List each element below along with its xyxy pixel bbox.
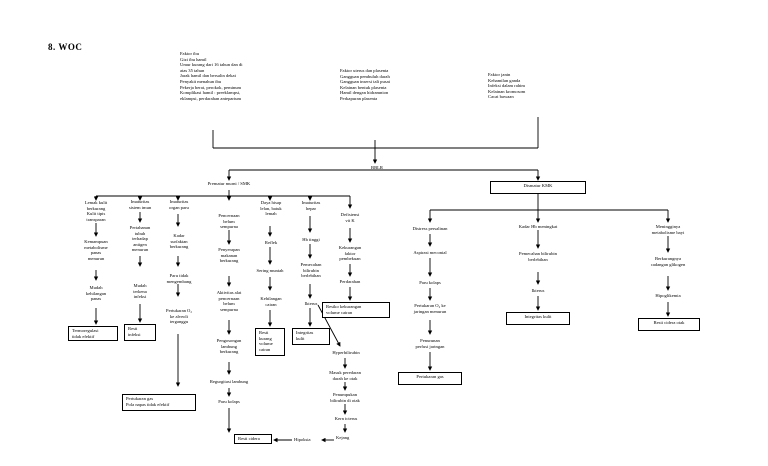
col4-diagnosis-box: Resti cidera (234, 434, 272, 444)
col6-node-4: Ikterus (304, 301, 318, 306)
col4-node-6: Paru kolaps (218, 399, 240, 404)
col9-node-2: Pemecahan bilirubin berlebihan (519, 251, 557, 262)
col3-diagnosis-box: Pertukaran gas Pola napas tidak efektif (122, 394, 196, 411)
col7-node-3: Perdarahan (339, 279, 361, 284)
col3-node-1: Imaturitas organ paru (169, 199, 189, 210)
col2-diagnosis-box: Resti infeksi (124, 324, 156, 341)
col5-node-1: Daya hisap lelan, batuk lemah (260, 200, 282, 217)
col3-node-4: Pertukaran O₂ ke alveoli terganggu (166, 308, 192, 325)
col3-node-3: Paru tidak mengembang (166, 273, 192, 284)
col1-node-1: Lemak kulit berkurang Kulit tipis transp… (84, 200, 108, 222)
col5-node-4: Kehilangan cairan (260, 296, 282, 307)
col6-diagnosis-box: Integritas kulit (292, 328, 330, 345)
col4-node-1: Pencernaan belum sempurna (218, 213, 240, 230)
col8-node-5: Penurunan perfusi jaringan (415, 338, 445, 349)
col10-node-2: Berkurangnya cadangan glikogen (650, 256, 686, 267)
col5-diagnosis-box: Resti kurang volume cairan (255, 328, 285, 356)
col1-node-3: Mudah kehilangan panas (85, 285, 107, 302)
premature-label: Prematur murni / SMK (207, 181, 251, 186)
col8-node-2: Aspirasi meconial (413, 250, 447, 255)
col10-diagnosis-box: Resti cidera otak (638, 318, 700, 331)
dismatur-box: Dismatur KMK (490, 181, 586, 194)
col1-node-2: Kemampuan metabolisme panas menurun (84, 239, 108, 261)
col10-node-3: Hipoglikemia (655, 293, 681, 298)
factor-uterus-text: Faktor uterus dan plasenta Gangguan pemb… (340, 68, 390, 101)
col4-node-5: Regurgitasi lambung (209, 379, 249, 384)
col1-diagnosis-box: Termoregulasi tidak efektif (68, 326, 118, 341)
col6-node-1: Imaturitas hepar (301, 200, 321, 211)
col3-node-2: Kadar surfaktan berkurang (169, 233, 189, 250)
col6-node-3: Pemecahan bilirubin berlebihan (300, 262, 322, 279)
hipoksia-node: Hipoksia (294, 437, 311, 442)
col2-node-2: Pertahanan tubuh terhadap antigen menuru… (129, 225, 151, 253)
col5-node-2: Reflek (264, 240, 278, 245)
col4-node-3: Aktivitas alat pencernaan belum sempurna (216, 290, 242, 312)
col4-node-2: Penyerapan makanan berkurang (218, 247, 240, 264)
col8-diagnosis-box: Pertukaran gas (398, 372, 462, 385)
col8-node-1: Distress persalinan (412, 226, 448, 231)
col9-diagnosis-box: Integritas kulit (506, 312, 570, 325)
col5-node-3: Sering muntah (256, 268, 284, 273)
col8-node-4: Pertukaran O₂ ke jaringan menurun (413, 303, 447, 314)
col4-node-4: Pengosongan lambung berkurang (216, 338, 242, 355)
col6-node-9: Kejang (336, 435, 350, 440)
factor-ibu-text: Faktor ibu Gizi ibu hamil Umur kurang da… (180, 51, 243, 101)
bblr-label: BBLR (371, 165, 383, 170)
col7-node-2: Kekurangan faktor pembekuan (338, 245, 362, 262)
col6-node-8: Kern icterus (334, 416, 358, 421)
col2-node-1: Imaturitas sistem imun (128, 199, 152, 210)
col7-diagnosis-box: Resiko kekurangan volume cairan (322, 302, 390, 318)
factor-janin-text: Faktor janin Kehamilan ganda Infeksi dal… (488, 72, 526, 100)
col9-node-1: Kadar Hb meningkat (518, 224, 558, 229)
col8-node-3: Paru kolaps (419, 280, 441, 285)
section-heading: 8. WOC (48, 42, 83, 52)
col2-node-3: Mudah terkena infeksi (133, 283, 147, 300)
col10-node-1: Meningginya metabolisme bayi (651, 224, 685, 235)
col6-node-7: Penumpukan bilirubin di otak (330, 392, 360, 403)
col9-node-3: Ikterus (531, 288, 545, 293)
col7-node-1: Defisiensi vit K (340, 212, 360, 223)
col6-node-2: Hb tinggi (302, 237, 320, 242)
col6-node-5: Hyperbilirubin (332, 350, 360, 355)
col6-node-6: Masuk peredaran darah ke otak (329, 370, 361, 381)
